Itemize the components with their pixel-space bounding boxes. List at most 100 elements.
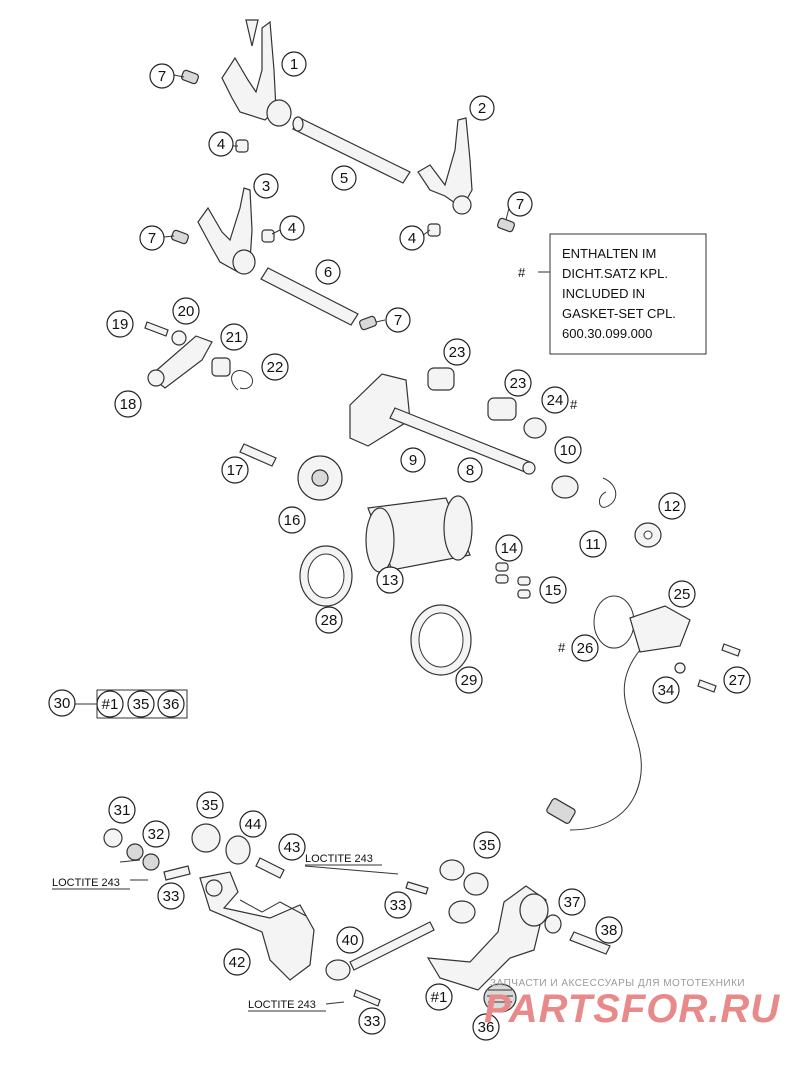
callout-c7a: 7 [149,63,175,89]
callout-c14: 14 [495,534,523,562]
callout-c5: 5 [331,165,357,191]
callout-label: 36 [163,696,180,713]
callout-label: 25 [674,586,691,603]
callout-circle [331,165,357,191]
callout-circle [114,390,142,418]
callout-circle [400,447,426,473]
callout-c27: 27 [723,666,751,694]
callout-label: 2 [478,100,486,117]
callout-c4b: 4 [399,225,425,251]
springs-7 [171,69,515,331]
callout-label: 43 [284,839,301,856]
callout-c6: 6 [315,259,341,285]
callout-c23a: 23 [443,338,471,366]
screw-27b [697,679,717,693]
callout-circle [336,926,364,954]
callout-label: 18 [120,396,137,413]
note-line-3: INCLUDED IN [562,286,645,301]
callout-c17: 17 [221,456,249,484]
callout-label: 29 [461,672,478,689]
callout-circle [473,831,501,859]
screw-33a [163,865,191,881]
callout-label: #1 [102,696,119,713]
callout-label: 4 [408,230,416,247]
callout-label: 32 [148,826,165,843]
callout-label: 23 [510,375,527,392]
callout-circle [399,225,425,251]
callout-c37: 37 [558,888,586,916]
bolt-43 [255,857,285,879]
pins-14-15 [495,562,531,599]
callout-label: 10 [560,442,577,459]
callout-c32: 32 [142,820,170,848]
callout-c9: 9 [400,447,426,473]
callout-label: 11 [585,536,601,553]
bolt-17 [239,443,277,467]
washer-35b [439,859,465,881]
hash-24: # [570,397,578,412]
callout-circle [554,436,582,464]
callout-label: 22 [267,359,284,376]
callout-circle [253,173,279,199]
callout-circle [495,534,523,562]
callout-label: 31 [114,802,131,819]
callout-label: 24 [547,392,564,409]
bushing-44 [225,835,251,865]
pedal-rubber-36 [483,983,517,1013]
callout-circle [425,983,453,1011]
washer-31 [103,828,123,848]
callout-circle [541,386,569,414]
callout-circle [358,1007,386,1035]
callout-c35a: 35 [196,791,224,819]
callout-circle [558,888,586,916]
callout-c24: 24 [541,386,569,414]
callout-label: 38 [601,922,618,939]
bushing-10 [551,475,579,499]
callout-label: 33 [390,897,407,914]
callout-label: 23 [449,344,466,361]
note-box [549,233,707,355]
callout-c18: 18 [114,390,142,418]
washer-34 [674,662,686,674]
leader-lines [96,74,550,1005]
callout-circle [108,796,136,824]
callout-label: 33 [163,888,180,905]
callout-label: 35 [133,696,150,713]
gear-sensor-25 [546,605,691,831]
callout-label: 9 [409,452,417,469]
callout-c7c: 7 [139,225,165,251]
callout-c7b: 7 [507,191,533,217]
callout-c21: 21 [220,323,248,351]
callout-circle [652,676,680,704]
callout-label: 40 [342,932,359,949]
washer-35c [463,872,489,896]
callout-k35: 35 [127,690,155,718]
needle-bearing-23b [487,397,517,421]
callout-circle [172,297,200,325]
callout-circle [196,791,224,819]
callout-circle [504,369,532,397]
callout-label: 7 [516,196,524,213]
screw-27a [721,643,741,657]
callout-c23b: 23 [504,369,532,397]
callout-label: 19 [112,316,129,333]
callout-c36: 36 [472,1013,500,1041]
callout-c38: 38 [595,916,623,944]
callout-circle [469,95,495,121]
callout-c16: 16 [278,506,306,534]
callout-label: 6 [324,264,332,281]
hash-26: # [558,640,566,655]
callout-k1: #1 [96,690,124,718]
callout-circle [261,353,289,381]
callout-label: 16 [284,512,301,529]
callout-markers: 1234445677778910111213141516171819202122… [48,51,751,1041]
shift-rod-5 [292,116,411,184]
callout-c4c: 4 [279,215,305,241]
callout-circle [455,666,483,694]
callout-c44: 44 [239,810,267,838]
note-line-4: GASKET-SET CPL. [562,306,676,321]
callout-c33b: 33 [384,891,412,919]
callout-label: 1 [290,56,298,73]
